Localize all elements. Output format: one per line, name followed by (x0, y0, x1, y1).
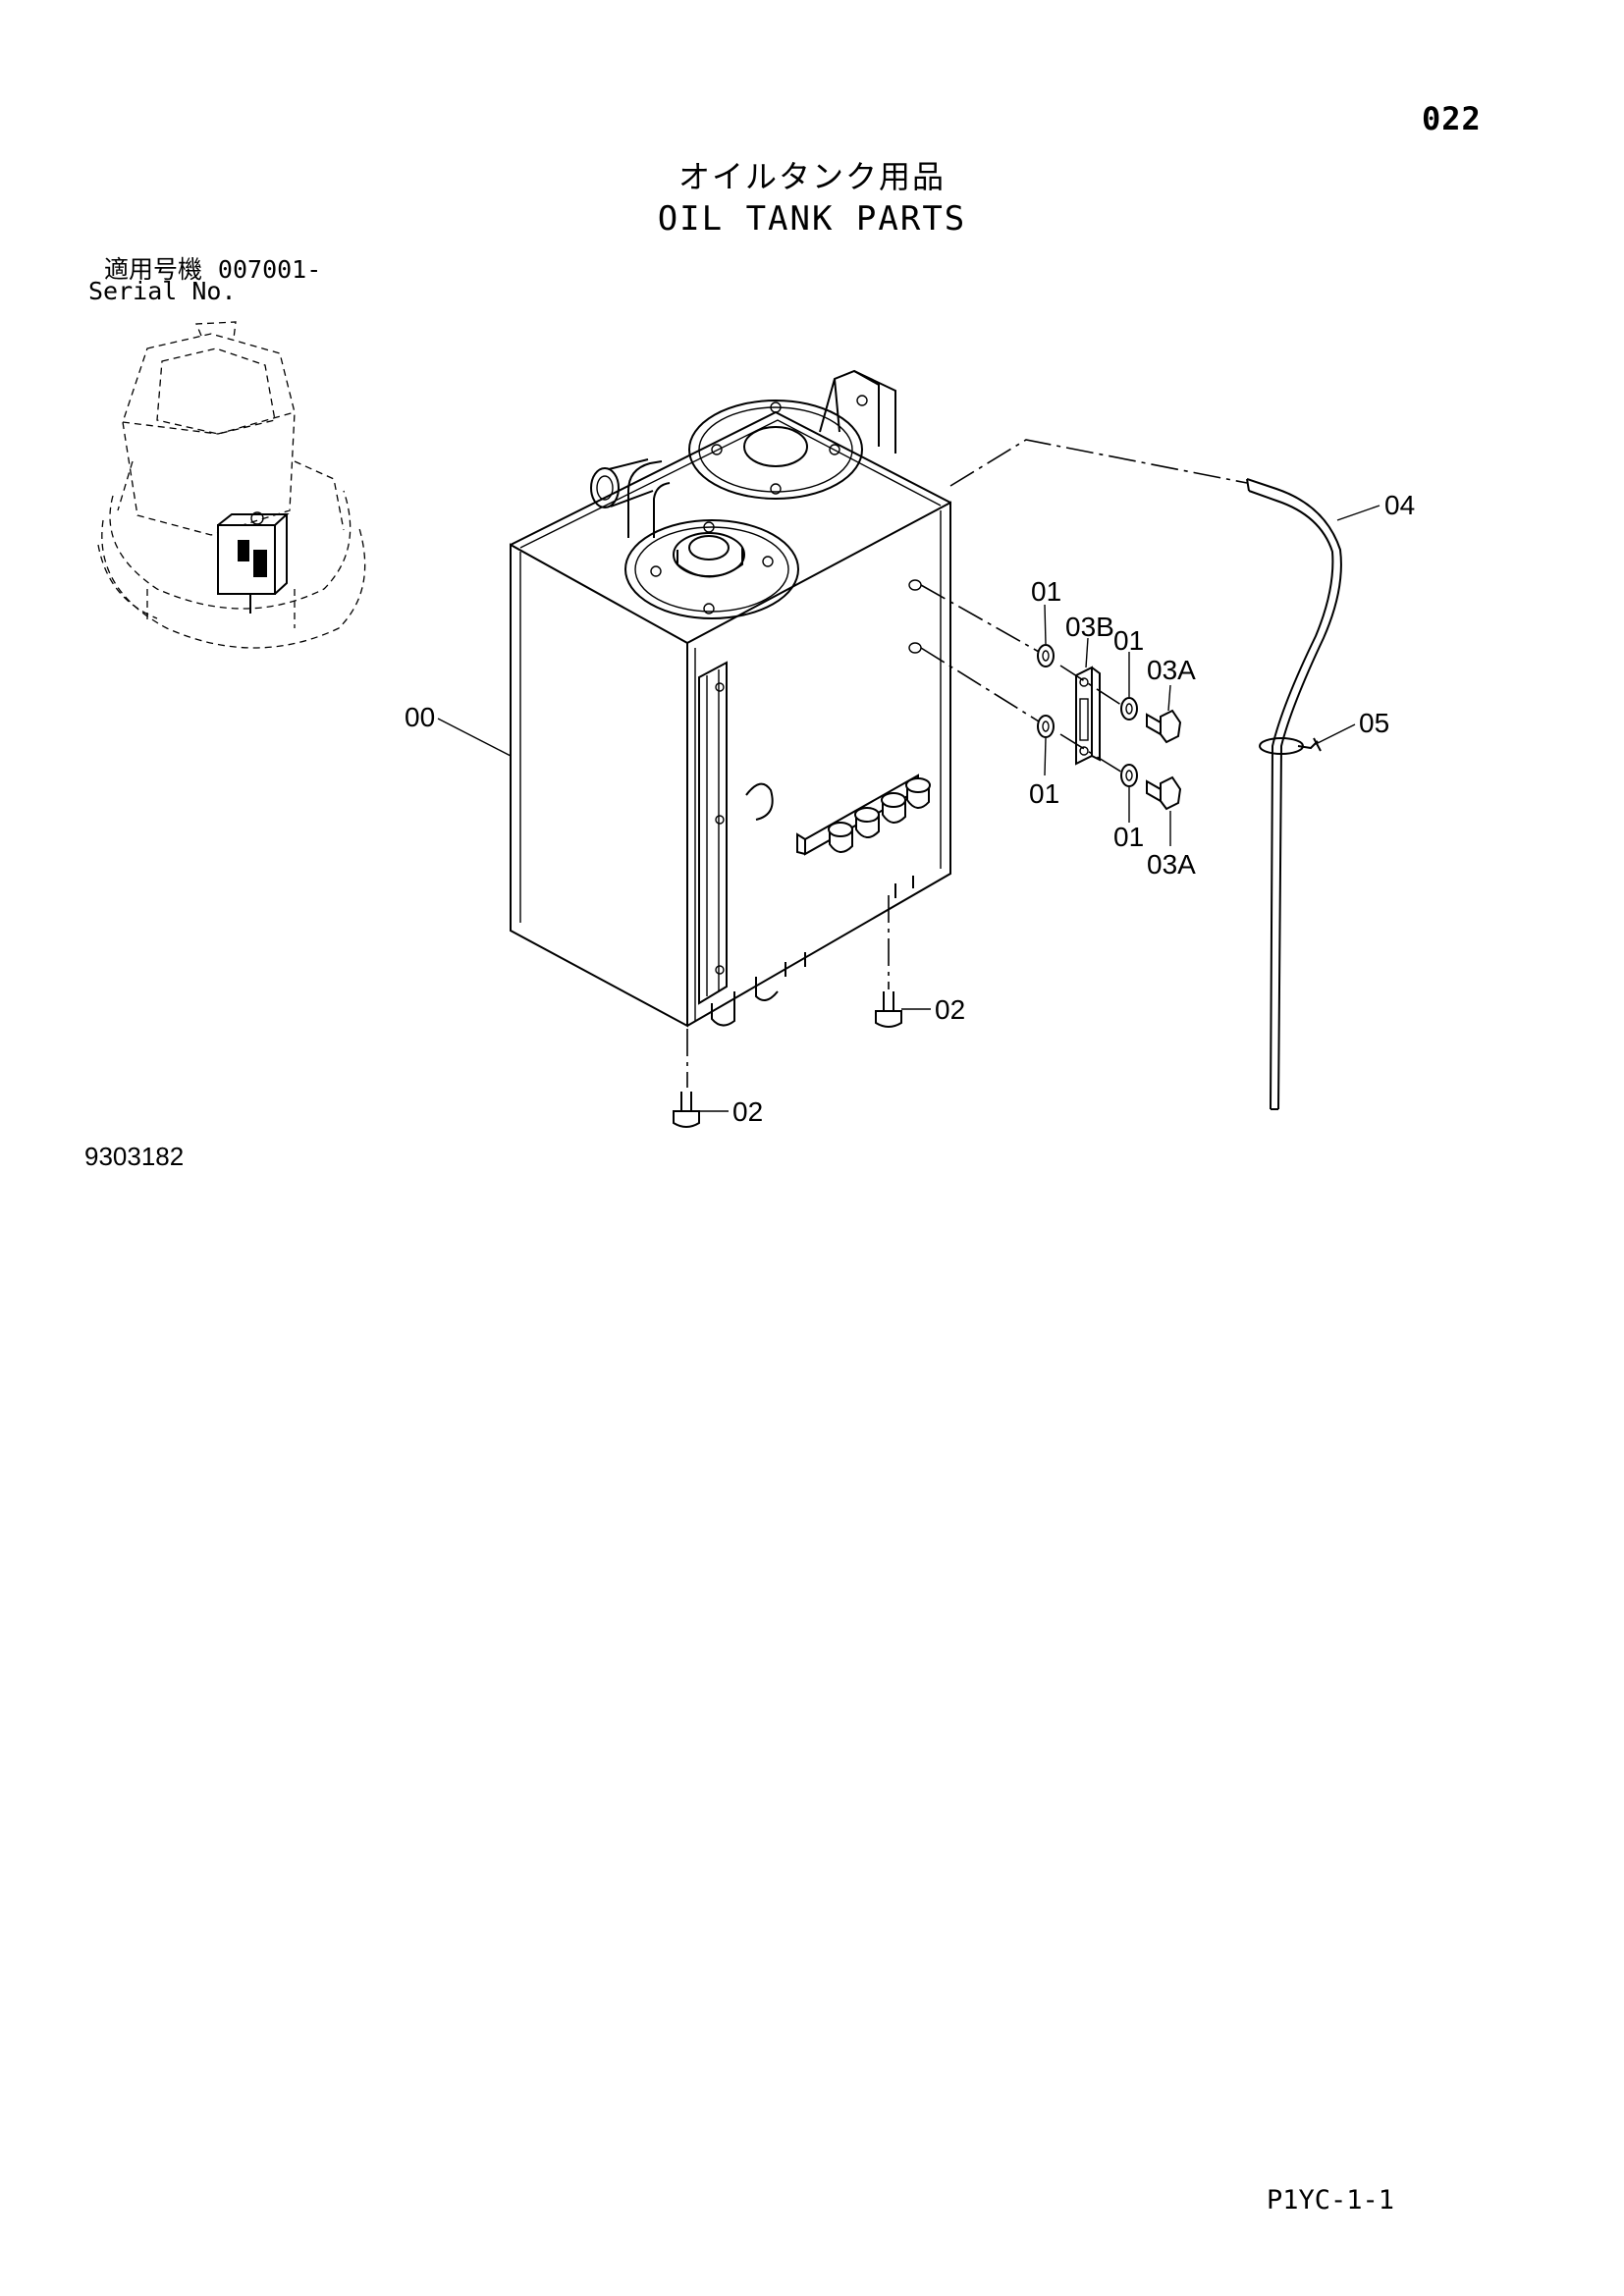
serial-value: 007001- (217, 255, 322, 284)
callout-leader-01-upper (1044, 604, 1047, 645)
machine-overview-thumbnail (97, 321, 366, 649)
callout-03b: 03B (1065, 612, 1114, 642)
bolt-lower (1146, 775, 1182, 811)
callout-02-left: 02 (732, 1096, 763, 1127)
callout-leader-01-lower (1044, 737, 1047, 776)
page-title-japanese: オイルタンク用品 (677, 158, 946, 195)
page-title-english: OIL TANK PARTS (657, 199, 967, 239)
washer-lower-right (1120, 764, 1138, 787)
bottom-bolt-left (673, 1092, 700, 1128)
bolt-upper (1146, 709, 1182, 744)
leader-upper-washer (920, 584, 1040, 653)
serial-label-jp-text: 適用号機 (104, 255, 203, 284)
callout-03a-upper: 03A (1147, 655, 1196, 685)
callout-01-lower-right: 01 (1113, 822, 1144, 852)
washer-upper-right (1120, 697, 1138, 721)
callout-leader-03a-upper (1167, 684, 1171, 712)
callout-leader-03b (1085, 637, 1089, 668)
oil-tank-body (510, 369, 951, 1028)
washer-upper-left (1037, 644, 1055, 667)
callout-01-lower: 01 (1029, 778, 1059, 809)
leader-lower-washer (920, 647, 1040, 722)
callout-03a-lower: 03A (1147, 849, 1196, 880)
callout-02-right: 02 (935, 994, 965, 1025)
callout-leader-04 (1336, 505, 1380, 521)
serial-label-japanese: 適用号機 007001- (104, 250, 321, 286)
sight-gauge (1075, 666, 1101, 766)
callout-04: 04 (1384, 490, 1415, 520)
callout-01-upper: 01 (1031, 576, 1061, 607)
page-number: 022 (1422, 100, 1482, 137)
valve-handles (828, 777, 931, 853)
callout-01-upper-right: 01 (1113, 625, 1144, 656)
document-number: 9303182 (84, 1142, 185, 1171)
bottom-bolt-right (875, 991, 902, 1028)
leader-upper-bolt (1059, 665, 1128, 710)
callout-leader-05 (1315, 723, 1356, 745)
dipstick (1246, 478, 1342, 1110)
serial-label-english: Serial No. (88, 277, 237, 305)
leader-lower-bolt (1059, 733, 1128, 776)
callout-05: 05 (1359, 708, 1389, 738)
dipstick-clamp (1259, 737, 1322, 755)
washer-lower-left (1037, 715, 1055, 738)
callout-00: 00 (405, 702, 435, 732)
page-code: P1YC-1-1 (1267, 2185, 1395, 2216)
callout-leader-00 (437, 718, 512, 757)
leader-dipstick (949, 439, 1248, 487)
